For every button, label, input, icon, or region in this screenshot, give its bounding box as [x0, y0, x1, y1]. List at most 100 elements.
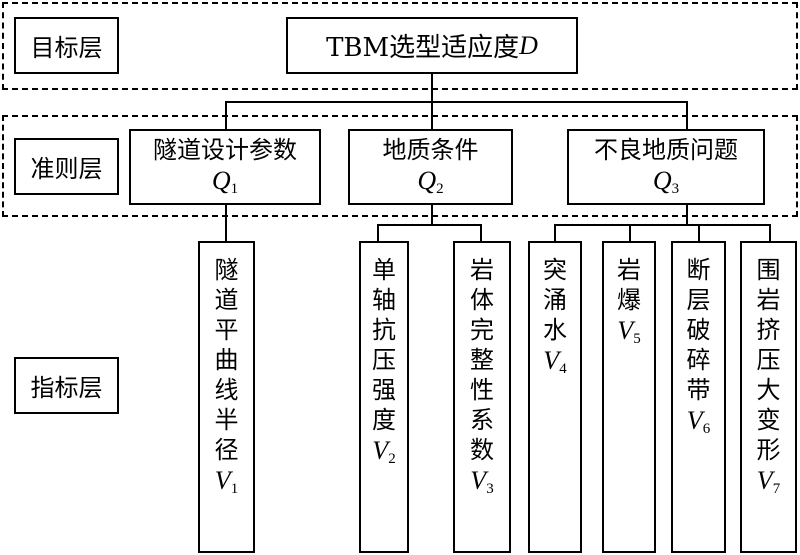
indicator-label-char: 大 — [756, 376, 781, 404]
indicator-label-char: 挤 — [756, 316, 781, 344]
indicator-label-char: 突 — [543, 256, 567, 284]
indicator-1-symbol-group: V1 — [215, 465, 238, 499]
criteria-1-down-line — [225, 203, 227, 243]
indicator-label-char: 压 — [756, 346, 781, 374]
criteria-3-down-line — [686, 203, 688, 225]
indicator-label-char: 强 — [372, 376, 396, 404]
criterion-3-label: 不良地质问题 — [594, 136, 738, 165]
indicator-label-char: 抗 — [372, 316, 396, 344]
indicator-label-char: 隧 — [214, 256, 239, 284]
criterion-2-label: 地质条件 — [382, 136, 479, 165]
criterion-1-label: 隧道设计参数 — [153, 136, 297, 165]
indicator-3-label: 岩体完整性系数 — [470, 255, 494, 465]
indicator-label-char: 道 — [214, 286, 239, 314]
criteria-3-bus-line — [554, 224, 771, 226]
indicator-level-label: 指标层 — [14, 357, 119, 414]
indicator-label-char: 破 — [686, 316, 711, 344]
indicator-label-char: 度 — [372, 406, 396, 434]
indicator-2-symbol-group: V2 — [372, 435, 395, 469]
indicator-label-char: 压 — [372, 346, 396, 374]
indicator-label-char: 围 — [756, 256, 781, 284]
indicator-6-symbol: V — [686, 406, 703, 435]
indicator-label-char: 水 — [543, 316, 567, 344]
indicator-7-symbol-group: V7 — [757, 465, 780, 499]
indicator-6-symbol-group: V6 — [687, 405, 710, 439]
indicator-2-symbol: V — [372, 436, 389, 465]
indicator-label-char: 体 — [470, 286, 494, 314]
criteria-3-up-line — [686, 101, 688, 131]
indicator-6-subscript: 6 — [702, 421, 711, 437]
indicator-label-char: 曲 — [214, 346, 239, 374]
criterion-node-1: 隧道设计参数 Q1 — [129, 129, 321, 205]
indicator-label-char: 径 — [214, 436, 239, 464]
indicator-5-symbol: V — [617, 316, 634, 345]
criterion-2-symbol: Q — [417, 165, 437, 195]
indicator-1-label: 隧道平曲线半径 — [215, 255, 239, 465]
indicator-6-label: 断层破碎带 — [687, 255, 711, 405]
indicator-3-symbol-group: V3 — [470, 465, 493, 499]
criterion-3-subscript: 3 — [671, 180, 680, 197]
indicator-2-subscript: 2 — [388, 451, 396, 467]
goal-node-text: TBM选型适应度 — [326, 33, 520, 63]
indicator-1-subscript: 1 — [230, 481, 239, 497]
criterion-1-symbol: Q — [211, 165, 231, 195]
indicator-3-symbol: V — [470, 466, 487, 495]
indicator-7-symbol: V — [756, 466, 773, 495]
criterion-1-subscript: 1 — [230, 180, 239, 197]
goal-node-symbol: D — [519, 30, 538, 60]
indicator-label-char: 涌 — [543, 286, 567, 314]
indicator-label-char: 变 — [756, 406, 781, 434]
indicator-label-char: 完 — [470, 316, 494, 344]
indicator-2-label: 单轴抗压强度 — [372, 255, 396, 435]
criterion-node-3: 不良地质问题 Q3 — [567, 129, 765, 205]
indicator-label-char: 轴 — [372, 286, 396, 314]
indicator-5-subscript: 5 — [633, 331, 641, 347]
indicator-4-label: 突涌水 — [543, 255, 567, 345]
criteria-level-band — [2, 115, 798, 217]
criterion-2-subscript: 2 — [436, 180, 444, 197]
indicator-7-label: 围岩挤压大变形 — [757, 255, 781, 465]
criteria-2-down-line — [431, 203, 433, 225]
criteria-level-label: 准则层 — [14, 138, 119, 195]
indicator-label-char: 整 — [470, 346, 494, 374]
criterion-node-2: 地质条件 Q2 — [348, 129, 513, 205]
indicator-2-up-line — [377, 224, 379, 243]
indicator-label-char: 系 — [470, 406, 494, 434]
indicator-label-char: 层 — [686, 286, 711, 314]
indicator-label-char: 爆 — [617, 286, 641, 314]
indicator-4-up-line — [554, 224, 556, 243]
indicator-label-char: 性 — [470, 376, 494, 404]
goal-down-line — [431, 72, 433, 102]
criteria-2-bus-line — [377, 224, 482, 226]
indicator-6-up-line — [698, 224, 700, 243]
indicator-label-char: 岩 — [756, 286, 781, 314]
goal-level-label: 目标层 — [14, 17, 119, 74]
indicator-label-char: 平 — [214, 316, 239, 344]
criteria-bus-line — [225, 101, 688, 103]
criterion-3-symbol: Q — [652, 165, 672, 195]
indicator-label-char: 形 — [756, 436, 781, 464]
indicator-label-char: 碎 — [686, 346, 711, 374]
indicator-7-subscript: 7 — [772, 481, 781, 497]
indicator-3-up-line — [480, 224, 482, 243]
indicator-label-char: 岩 — [617, 256, 641, 284]
indicator-3-subscript: 3 — [486, 481, 494, 497]
indicator-4-subscript: 4 — [559, 361, 567, 377]
indicator-5-up-line — [629, 224, 631, 243]
indicator-5-symbol-group: V5 — [617, 315, 640, 349]
criteria-2-up-line — [431, 101, 433, 131]
indicator-label-char: 数 — [470, 436, 494, 464]
indicator-label-char: 断 — [686, 256, 711, 284]
indicator-label-char: 线 — [214, 376, 239, 404]
indicator-4-symbol: V — [543, 346, 560, 375]
indicator-label-char: 单 — [372, 256, 396, 284]
